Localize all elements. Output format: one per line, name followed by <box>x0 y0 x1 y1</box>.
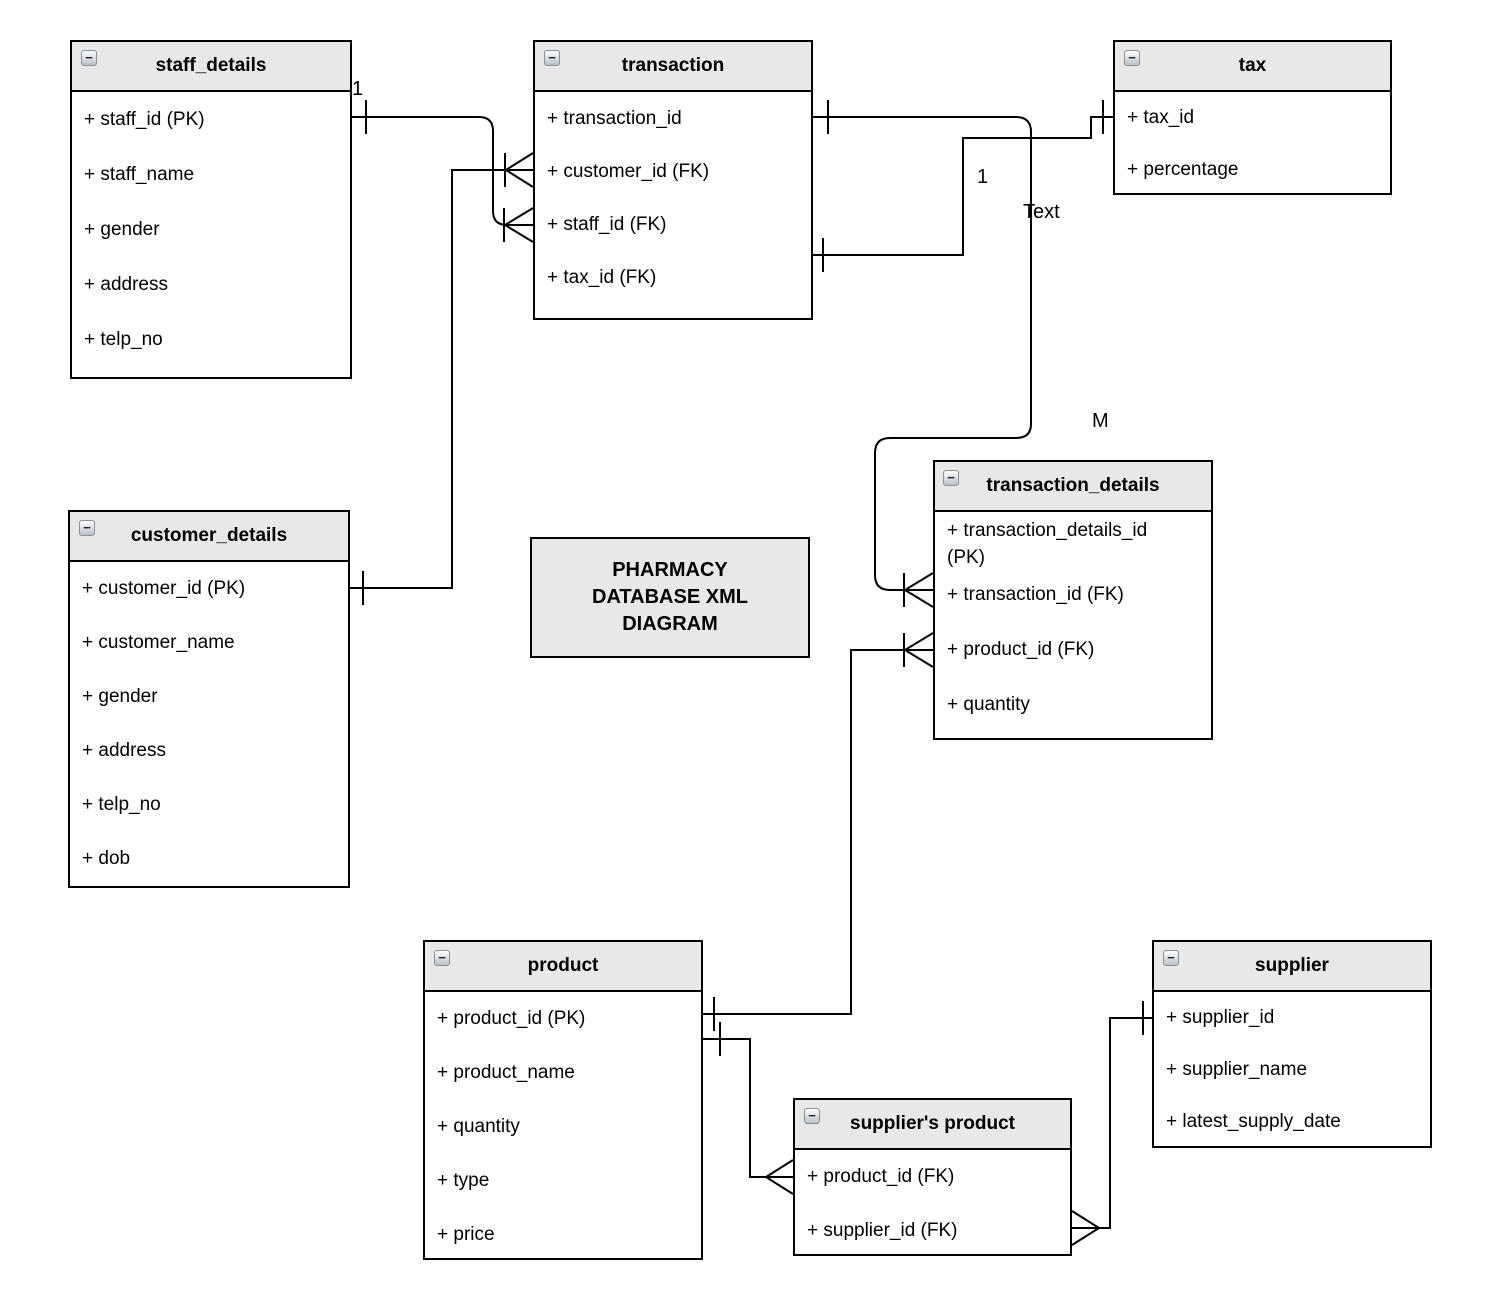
field-product-id[interactable]: + product_id (PK) <box>437 1008 586 1029</box>
field-percentage[interactable]: + percentage <box>1127 159 1239 180</box>
entity-customer-details[interactable]: − customer_details + customer_id (PK) + … <box>68 510 350 888</box>
field-transaction-details-id[interactable]: + transaction_details_id (PK) <box>947 520 1148 567</box>
field-customer-name[interactable]: + customer_name <box>82 632 235 653</box>
cardinality-label-tax-one[interactable]: 1 <box>977 166 989 188</box>
entity-header: − supplier's product <box>795 1100 1070 1150</box>
diagram-title: PHARMACY DATABASE XML DIAGRAM <box>592 559 748 635</box>
field-tax-id[interactable]: + tax_id <box>1127 107 1195 128</box>
field-staff-name[interactable]: + staff_name <box>84 163 195 185</box>
entity-product[interactable]: − product + product_id (PK) + product_na… <box>423 940 703 1260</box>
collapse-icon[interactable]: − <box>1124 50 1140 66</box>
field-price[interactable]: + price <box>437 1224 495 1245</box>
entity-title: tax <box>1238 55 1267 76</box>
field-telp-no[interactable]: + telp_no <box>82 794 161 815</box>
connector-product-to-transaction-details[interactable] <box>703 632 934 1031</box>
collapse-icon[interactable]: − <box>804 1108 820 1124</box>
field-product-id[interactable]: + product_id (FK) <box>947 638 1095 660</box>
field-transaction-id[interactable]: + transaction_id (FK) <box>947 583 1124 605</box>
entity-body: + staff_id (PK) + staff_name + gender + … <box>72 92 350 367</box>
entity-body: + transaction_details_id (PK) + transact… <box>935 512 1211 732</box>
field-gender[interactable]: + gender <box>84 218 160 240</box>
collapse-icon[interactable]: − <box>81 50 97 66</box>
collapse-icon[interactable]: − <box>544 50 560 66</box>
entity-title: customer_details <box>130 525 288 546</box>
entity-body: + supplier_id + supplier_name + latest_s… <box>1154 992 1430 1148</box>
field-latest-supply-date[interactable]: + latest_supply_date <box>1166 1111 1341 1132</box>
entity-body: + transaction_id + customer_id (FK) + st… <box>535 92 811 304</box>
entity-header: − tax <box>1115 42 1390 92</box>
entity-title: product <box>527 955 599 976</box>
crow-foot <box>503 207 534 243</box>
entity-header: − transaction <box>535 42 811 92</box>
field-quantity[interactable]: + quantity <box>947 693 1030 715</box>
entity-title: supplier's product <box>850 1113 1015 1134</box>
entity-transaction[interactable]: − transaction + transaction_id + custome… <box>533 40 813 320</box>
entity-header: − supplier <box>1154 942 1430 992</box>
field-customer-id[interactable]: + customer_id (PK) <box>82 578 246 599</box>
field-address[interactable]: + address <box>82 740 166 761</box>
field-transaction-id[interactable]: + transaction_id <box>547 107 682 129</box>
entity-body: + product_id (PK) + product_name + quant… <box>425 992 701 1262</box>
entity-body: + tax_id + percentage <box>1115 92 1390 196</box>
field-staff-id[interactable]: + staff_id (FK) <box>547 213 667 235</box>
field-customer-id[interactable]: + customer_id (FK) <box>547 160 710 182</box>
field-quantity[interactable]: + quantity <box>437 1116 520 1137</box>
field-product-name[interactable]: + product_name <box>437 1062 575 1083</box>
collapse-icon[interactable]: − <box>1163 950 1179 966</box>
field-address[interactable]: + address <box>84 273 168 295</box>
field-product-id[interactable]: + product_id (FK) <box>807 1166 955 1187</box>
entity-tax[interactable]: − tax + tax_id + percentage <box>1113 40 1392 195</box>
connector-text-label[interactable]: Text <box>1023 201 1060 223</box>
crow-foot <box>504 152 534 188</box>
entity-header: − customer_details <box>70 512 348 562</box>
entity-title: staff_details <box>155 55 267 76</box>
crow-foot <box>764 1159 794 1195</box>
crow-foot <box>1071 1210 1101 1246</box>
cardinality-label-m[interactable]: M <box>1092 410 1109 432</box>
collapse-icon[interactable]: − <box>943 470 959 486</box>
entity-header: − transaction_details <box>935 462 1211 512</box>
entity-suppliers-product[interactable]: − supplier's product + product_id (FK) +… <box>793 1098 1072 1256</box>
entity-title: transaction <box>621 55 725 76</box>
field-supplier-id[interactable]: + supplier_id <box>1166 1007 1275 1028</box>
entity-header: − staff_details <box>72 42 350 92</box>
crow-foot <box>903 572 934 608</box>
field-tax-id[interactable]: + tax_id (FK) <box>547 266 657 288</box>
field-dob[interactable]: + dob <box>82 848 131 869</box>
connector-suppliers-product-to-supplier[interactable] <box>1071 1001 1152 1246</box>
field-supplier-id[interactable]: + supplier_id (FK) <box>807 1220 958 1241</box>
entity-title: supplier <box>1255 955 1329 976</box>
connector-transaction-to-transaction-details[interactable] <box>812 100 1032 608</box>
collapse-icon[interactable]: − <box>79 520 95 536</box>
entity-supplier[interactable]: − supplier + supplier_id + supplier_name… <box>1152 940 1432 1148</box>
entity-header: − product <box>425 942 701 992</box>
connector-transaction-to-tax[interactable] <box>812 100 1113 272</box>
entity-staff-details[interactable]: − staff_details + staff_id (PK) + staff_… <box>70 40 352 379</box>
connector-product-to-suppliers-product[interactable] <box>703 1022 794 1195</box>
field-staff-id[interactable]: + staff_id (PK) <box>84 108 205 130</box>
field-supplier-name[interactable]: + supplier_name <box>1166 1059 1308 1080</box>
collapse-icon[interactable]: − <box>434 950 450 966</box>
entity-body: + product_id (FK) + supplier_id (FK) <box>795 1150 1070 1258</box>
entity-title: transaction_details <box>986 475 1160 496</box>
entity-body: + customer_id (PK) + customer_name + gen… <box>70 562 348 886</box>
connector-customer-to-transaction[interactable] <box>350 152 534 605</box>
cardinality-label-staff-one[interactable]: 1 <box>352 78 364 100</box>
entity-transaction-details[interactable]: − transaction_details + transaction_deta… <box>933 460 1213 740</box>
field-telp-no[interactable]: + telp_no <box>84 328 163 350</box>
field-type[interactable]: + type <box>437 1170 490 1191</box>
crow-foot <box>903 632 934 668</box>
field-gender[interactable]: + gender <box>82 686 158 707</box>
diagram-title-box[interactable]: PHARMACY DATABASE XML DIAGRAM <box>530 537 810 658</box>
